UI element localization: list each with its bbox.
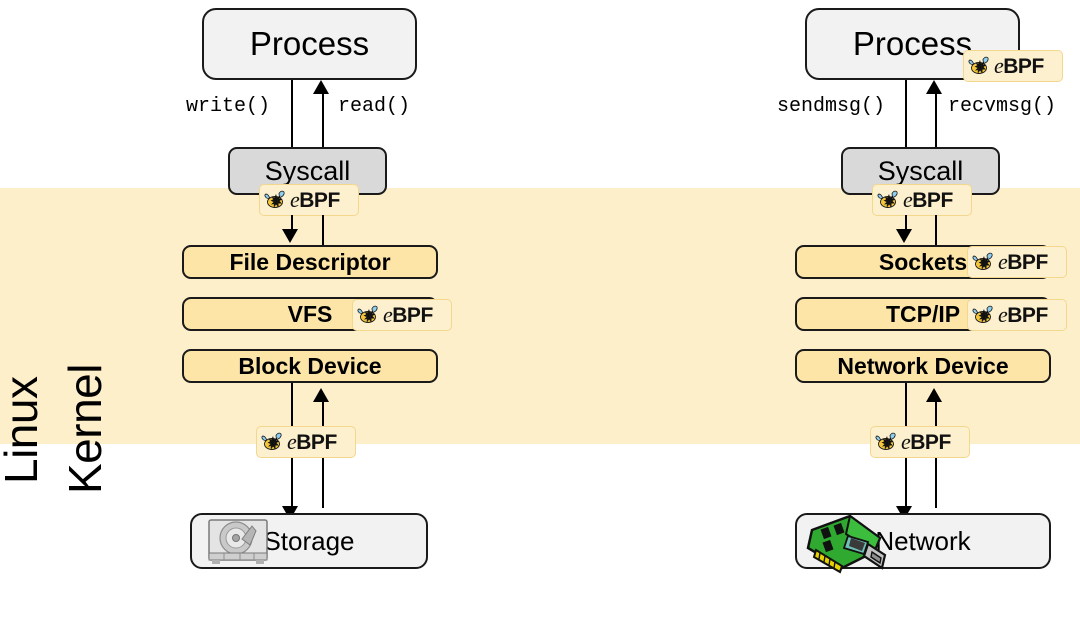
right-syscall-box[interactable]: Syscall — [841, 147, 1000, 195]
right-call-label-recvmsg: recvmsg() — [948, 95, 1057, 118]
bee-icon — [972, 305, 993, 323]
ebpf-letter-e: e — [903, 187, 913, 212]
ebpf-letter-e: e — [383, 302, 393, 327]
ebpf-badge-right-syscall[interactable]: eBPF — [872, 184, 972, 216]
left-kernel-box-label-1: VFS — [287, 300, 333, 327]
bee-icon — [877, 190, 898, 208]
ebpf-badge-left-block-device[interactable]: eBPF — [256, 426, 356, 458]
left-syscall-box[interactable]: Syscall — [228, 147, 387, 195]
ebpf-wordmark: eBPF — [903, 187, 953, 212]
bee-icon — [875, 432, 896, 450]
left-syscall-label: Syscall — [264, 155, 351, 186]
left-kernel-box-label-0: File Descriptor — [229, 248, 391, 275]
ebpf-wordmark: eBPF — [901, 429, 951, 454]
ebpf-letters-bpf: BPF — [296, 431, 337, 454]
ebpf-badge-left-syscall[interactable]: eBPF — [259, 184, 359, 216]
left-read-arrowhead — [313, 80, 329, 94]
ebpf-letters-bpf: BPF — [910, 431, 951, 454]
right-syscall-to-sockets-arrowhead — [896, 229, 912, 243]
ebpf-badge-right-process[interactable]: eBPF — [963, 50, 1063, 82]
right-sendmsg-line — [905, 80, 907, 150]
ebpf-wordmark: eBPF — [998, 249, 1048, 274]
right-recvmsg-line — [935, 93, 937, 150]
ebpf-badge-left-vfs[interactable]: eBPF — [352, 299, 452, 331]
ebpf-letters-bpf: BPF — [912, 189, 953, 212]
right-recvmsg-arrowhead — [926, 80, 942, 94]
right-syscall-label: Syscall — [877, 155, 964, 186]
left-storage-to-block-arrowhead — [313, 388, 329, 402]
kernel-label-linux: Linux — [0, 376, 47, 484]
ebpf-badge-right-network-device[interactable]: eBPF — [870, 426, 970, 458]
ebpf-letters-bpf: BPF — [1007, 304, 1048, 327]
left-call-label-read: read() — [338, 95, 411, 118]
ebpf-wordmark: eBPF — [998, 302, 1048, 327]
right-kernel-box-label-1: TCP/IP — [885, 300, 961, 327]
right-kernel-box-label-2: Network Device — [837, 352, 1009, 379]
right-call-label-sendmsg: sendmsg() — [777, 95, 886, 118]
ebpf-wordmark: eBPF — [383, 302, 433, 327]
ebpf-badge-right-sockets[interactable]: eBPF — [967, 246, 1067, 278]
ebpf-letters-bpf: BPF — [299, 189, 340, 212]
right-endpoint-label: Network — [875, 525, 971, 556]
ebpf-letter-e: e — [994, 53, 1004, 78]
left-write-line — [291, 80, 293, 150]
kernel-label-kernel: Kernel — [59, 364, 111, 494]
left-syscall-to-fd-line — [291, 215, 293, 231]
ebpf-wordmark: eBPF — [290, 187, 340, 212]
right-sockets-to-syscall-line — [935, 215, 937, 245]
ebpf-badge-right-tcpip[interactable]: eBPF — [967, 299, 1067, 331]
left-kernel-box-block-device[interactable]: Block Device — [182, 349, 438, 383]
left-endpoint-label: Storage — [263, 525, 355, 556]
bee-icon — [968, 56, 989, 74]
left-kernel-box-file-descriptor[interactable]: File Descriptor — [182, 245, 438, 279]
ebpf-letter-e: e — [290, 187, 300, 212]
left-read-line — [322, 93, 324, 150]
left-fd-to-syscall-line — [322, 215, 324, 245]
left-process-label: Process — [249, 25, 370, 62]
ebpf-wordmark: eBPF — [994, 53, 1044, 78]
ebpf-letter-e: e — [998, 249, 1008, 274]
right-network-to-netdev-arrowhead — [926, 388, 942, 402]
left-call-label-write: write() — [186, 95, 271, 118]
ebpf-letters-bpf: BPF — [1007, 251, 1048, 274]
network-card-icon — [806, 514, 887, 574]
left-process-box[interactable]: Process — [202, 8, 417, 80]
hard-disk-icon — [208, 519, 268, 564]
ebpf-letter-e: e — [901, 429, 911, 454]
right-kernel-box-network-device[interactable]: Network Device — [795, 349, 1051, 383]
ebpf-wordmark: eBPF — [287, 429, 337, 454]
ebpf-letters-bpf: BPF — [1003, 55, 1044, 78]
right-syscall-to-sockets-line — [905, 215, 907, 231]
ebpf-letters-bpf: BPF — [392, 304, 433, 327]
bee-icon — [261, 432, 282, 450]
bee-icon — [972, 252, 993, 270]
bee-icon — [357, 305, 378, 323]
right-process-label: Process — [852, 25, 973, 62]
left-syscall-to-fd-arrowhead — [282, 229, 298, 243]
ebpf-letter-e: e — [998, 302, 1008, 327]
right-kernel-box-label-0: Sockets — [878, 248, 968, 275]
left-kernel-box-label-2: Block Device — [238, 352, 382, 379]
bee-icon — [264, 190, 285, 208]
ebpf-letter-e: e — [287, 429, 297, 454]
